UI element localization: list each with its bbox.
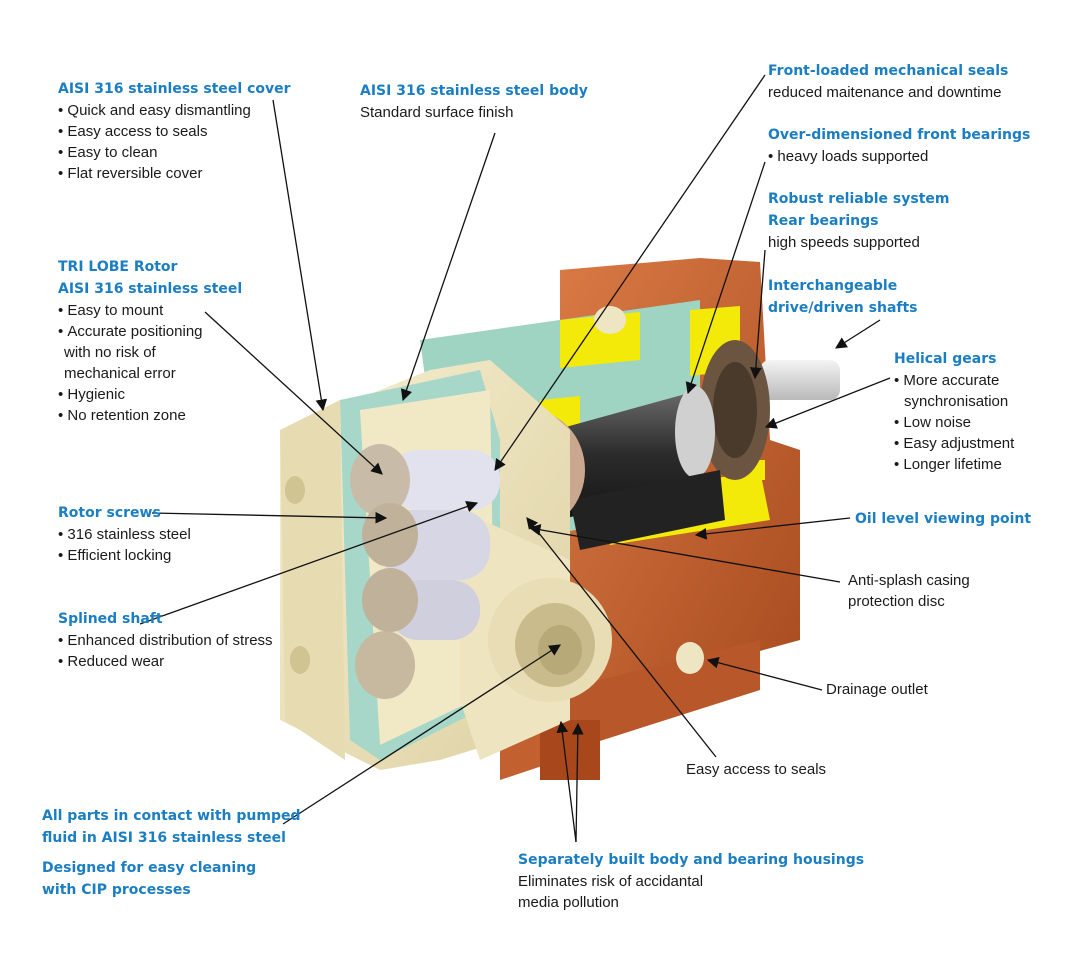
cover-list: Quick and easy dismantling Easy access t… (58, 100, 291, 184)
leader-drainage (706, 657, 823, 691)
list-item: More accurate (894, 370, 1014, 391)
separate-housing-title: Separately built body and bearing housin… (518, 852, 865, 868)
callout-rotor: TRI LOBE Rotor AISI 316 stainless steel … (58, 256, 242, 426)
leader-lines (139, 74, 891, 843)
leader-gears (764, 377, 891, 429)
list-item: Flat reversible cover (58, 163, 291, 184)
callout-splined-shaft: Splined shaft Enhanced distribution of s… (58, 608, 273, 672)
gears-title: Helical gears (894, 351, 997, 367)
list-item: Easy to mount (58, 300, 242, 321)
leader-pumped-fluid (282, 644, 561, 825)
leader-oil-level (694, 517, 851, 540)
pumped-fluid-title-1: All parts in contact with pumped (42, 808, 301, 824)
callout-body: AISI 316 stainless steel body Standard s… (360, 80, 588, 123)
callout-drainage: Drainage outlet (826, 679, 928, 700)
list-item: Easy adjustment (894, 433, 1014, 454)
leader-rotor-screws (151, 511, 388, 524)
callout-front-bearings: Over-dimensioned front bearings heavy lo… (768, 124, 1030, 167)
rear-bearings-title-1: Robust reliable system (768, 191, 950, 207)
leader-splined-shaft (139, 501, 479, 625)
front-bearings-list: heavy loads supported (768, 146, 1030, 167)
leader-easy-access (526, 517, 717, 758)
callout-gears: Helical gears More accurate synchronisat… (894, 348, 1014, 475)
anti-splash-line-1: Anti-splash casing (848, 572, 970, 589)
drive-assembly (555, 340, 840, 550)
cip-title-2: with CIP processes (42, 882, 191, 898)
callout-anti-splash: Anti-splash casing protection disc (848, 570, 970, 612)
list-item: Hygienic (58, 384, 242, 405)
leader-mech-seals (494, 74, 766, 471)
mech-seals-text: reduced maitenance and downtime (768, 84, 1002, 101)
rotor-title-1: TRI LOBE Rotor (58, 259, 178, 275)
body-title: AISI 316 stainless steel body (360, 83, 588, 99)
oil-level-title: Oil level viewing point (855, 511, 1032, 527)
callout-rotor-screws: Rotor screws 316 stainless steel Efficie… (58, 502, 191, 566)
gears-list: More accurate synchronisation Low noise … (894, 370, 1014, 475)
drainage-text: Drainage outlet (826, 681, 928, 698)
body-text: Standard surface finish (360, 104, 514, 121)
list-item: 316 stainless steel (58, 524, 190, 545)
leader-shafts (835, 319, 881, 349)
leader-separate-b (571, 722, 584, 843)
leader-rear-bearings (749, 249, 766, 380)
anti-splash-line-2: protection disc (848, 593, 945, 610)
list-item: Easy access to seals (58, 121, 291, 142)
top-plug (594, 306, 626, 334)
list-item: Longer lifetime (894, 454, 1014, 475)
rotor-screws-list: 316 stainless steel Efficient locking (58, 524, 191, 566)
list-item-continuation: synchronisation (904, 393, 1009, 410)
list-item-continuation: mechanical error (64, 365, 176, 382)
rotor-title-2: AISI 316 stainless steel (58, 281, 243, 297)
list-item: Easy to clean (58, 142, 291, 163)
drainage-plug (676, 642, 704, 674)
list-item: No retention zone (58, 405, 242, 426)
shafts-title-1: Interchangeable (768, 278, 898, 294)
leader-front-bearings (685, 161, 766, 395)
pumped-fluid-title-2: fluid in AISI 316 stainless steel (42, 830, 286, 846)
callout-rear-bearings: Robust reliable system Rear bearings hig… (768, 188, 950, 253)
list-item-continuation: with no risk of (64, 344, 156, 361)
callout-pumped-fluid: All parts in contact with pumped fluid i… (42, 805, 301, 901)
callout-cover: AISI 316 stainless steel cover Quick and… (58, 78, 291, 184)
list-item: Low noise (894, 412, 1014, 433)
list-item: Enhanced distribution of stress (58, 630, 272, 651)
separate-housing-line-1: Eliminates risk of accidantal (518, 873, 704, 890)
front-bearings-title: Over-dimensioned front bearings (768, 127, 1031, 143)
leader-separate-a (556, 720, 577, 843)
list-item: heavy loads supported (768, 146, 1030, 167)
rotor-screws-title: Rotor screws (58, 505, 161, 521)
rear-bearings-title-2: Rear bearings (768, 213, 879, 229)
separate-housing-line-2: media pollution (518, 894, 619, 911)
list-item: Quick and easy dismantling (58, 100, 291, 121)
cover-title: AISI 316 stainless steel cover (58, 81, 291, 97)
callout-separate-housing: Separately built body and bearing housin… (518, 849, 864, 913)
easy-access-text: Easy access to seals (686, 761, 827, 778)
mech-seals-title: Front-loaded mechanical seals (768, 63, 1009, 79)
leader-anti-splash (528, 524, 841, 583)
rear-bearings-text: high speeds supported (768, 234, 920, 251)
callout-oil-level: Oil level viewing point (855, 508, 1031, 530)
splined-shaft-list: Enhanced distribution of stress Reduced … (58, 630, 273, 672)
list-item: Efficient locking (58, 545, 191, 566)
list-item: Accurate positioning (58, 321, 242, 342)
list-item: Reduced wear (58, 651, 273, 672)
shafts-title-2: drive/driven shafts (768, 300, 918, 316)
splined-shaft-title: Splined shaft (58, 611, 163, 627)
callout-mech-seals: Front-loaded mechanical seals reduced ma… (768, 60, 1008, 103)
callout-shafts: Interchangeable drive/driven shafts (768, 275, 918, 319)
cip-title-1: Designed for easy cleaning (42, 860, 257, 876)
leader-body (400, 132, 496, 402)
callout-easy-access: Easy access to seals (686, 759, 826, 780)
cover-plate (280, 400, 345, 760)
rotor-list: Easy to mount Accurate positioning with … (58, 300, 242, 426)
